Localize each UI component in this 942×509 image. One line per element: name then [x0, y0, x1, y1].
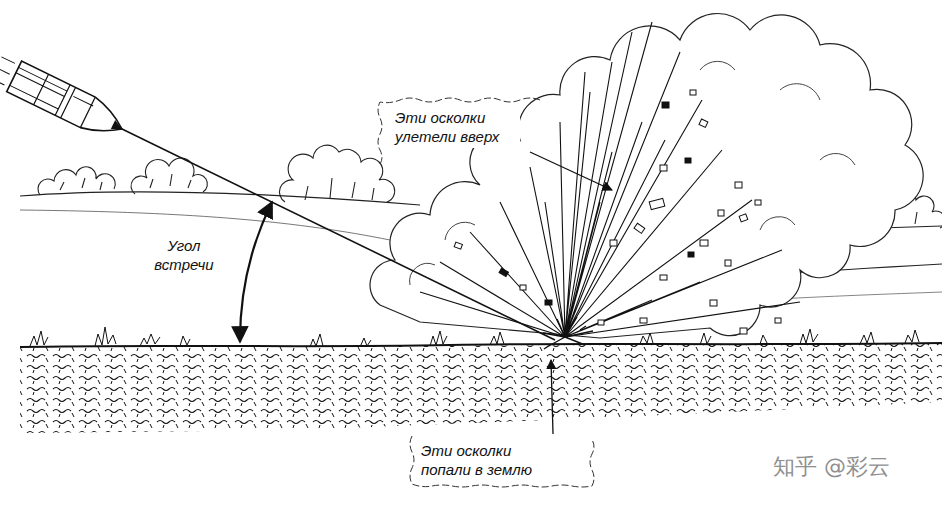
shell-fuze — [111, 120, 124, 133]
fragment — [649, 198, 665, 209]
fragment — [775, 318, 781, 323]
fragment — [699, 119, 708, 127]
explosion-rays — [420, 22, 800, 337]
fragment — [685, 158, 691, 163]
trajectory-line — [120, 128, 555, 340]
soil — [20, 344, 942, 433]
fragment — [660, 165, 667, 171]
fragment — [640, 318, 647, 323]
fragment — [499, 268, 508, 276]
fragment — [545, 300, 552, 305]
leader-arrow — [551, 360, 553, 434]
fragment — [660, 275, 667, 280]
fragment — [755, 200, 761, 205]
angle-arc — [240, 202, 272, 342]
watermark: 知乎 @彩云 — [770, 452, 930, 482]
fragment — [454, 242, 462, 249]
fragment — [634, 223, 645, 233]
fragment — [662, 102, 669, 108]
horizon-line — [20, 192, 420, 205]
speed-lines — [0, 55, 15, 85]
callout-outline — [378, 98, 540, 164]
shell — [0, 50, 129, 144]
fragment — [688, 252, 694, 257]
fragment — [735, 182, 742, 188]
ground-line — [20, 343, 942, 347]
grass — [30, 327, 919, 347]
shell-shading — [10, 67, 94, 122]
fragment — [598, 320, 604, 325]
smoke-cloud — [370, 14, 923, 338]
fragment — [690, 90, 696, 95]
shell-band — [34, 74, 96, 127]
fragment — [740, 328, 747, 334]
fragment — [739, 214, 748, 222]
callout-outline — [410, 436, 594, 487]
fragment — [725, 260, 731, 266]
fragment — [700, 240, 708, 246]
fragment — [520, 285, 526, 290]
fragment — [710, 300, 717, 306]
callout-text: Эти осколки улетели вверх — [392, 108, 520, 148]
fragment — [718, 210, 724, 216]
angle-label: Угол встречи — [146, 236, 222, 276]
trees — [279, 145, 394, 202]
fragment — [610, 240, 617, 246]
callout-text: Эти осколки попали в землю — [418, 441, 546, 481]
bush — [38, 167, 115, 195]
shell-body — [7, 61, 130, 144]
bush — [131, 158, 207, 194]
leader-arrow — [530, 152, 612, 190]
